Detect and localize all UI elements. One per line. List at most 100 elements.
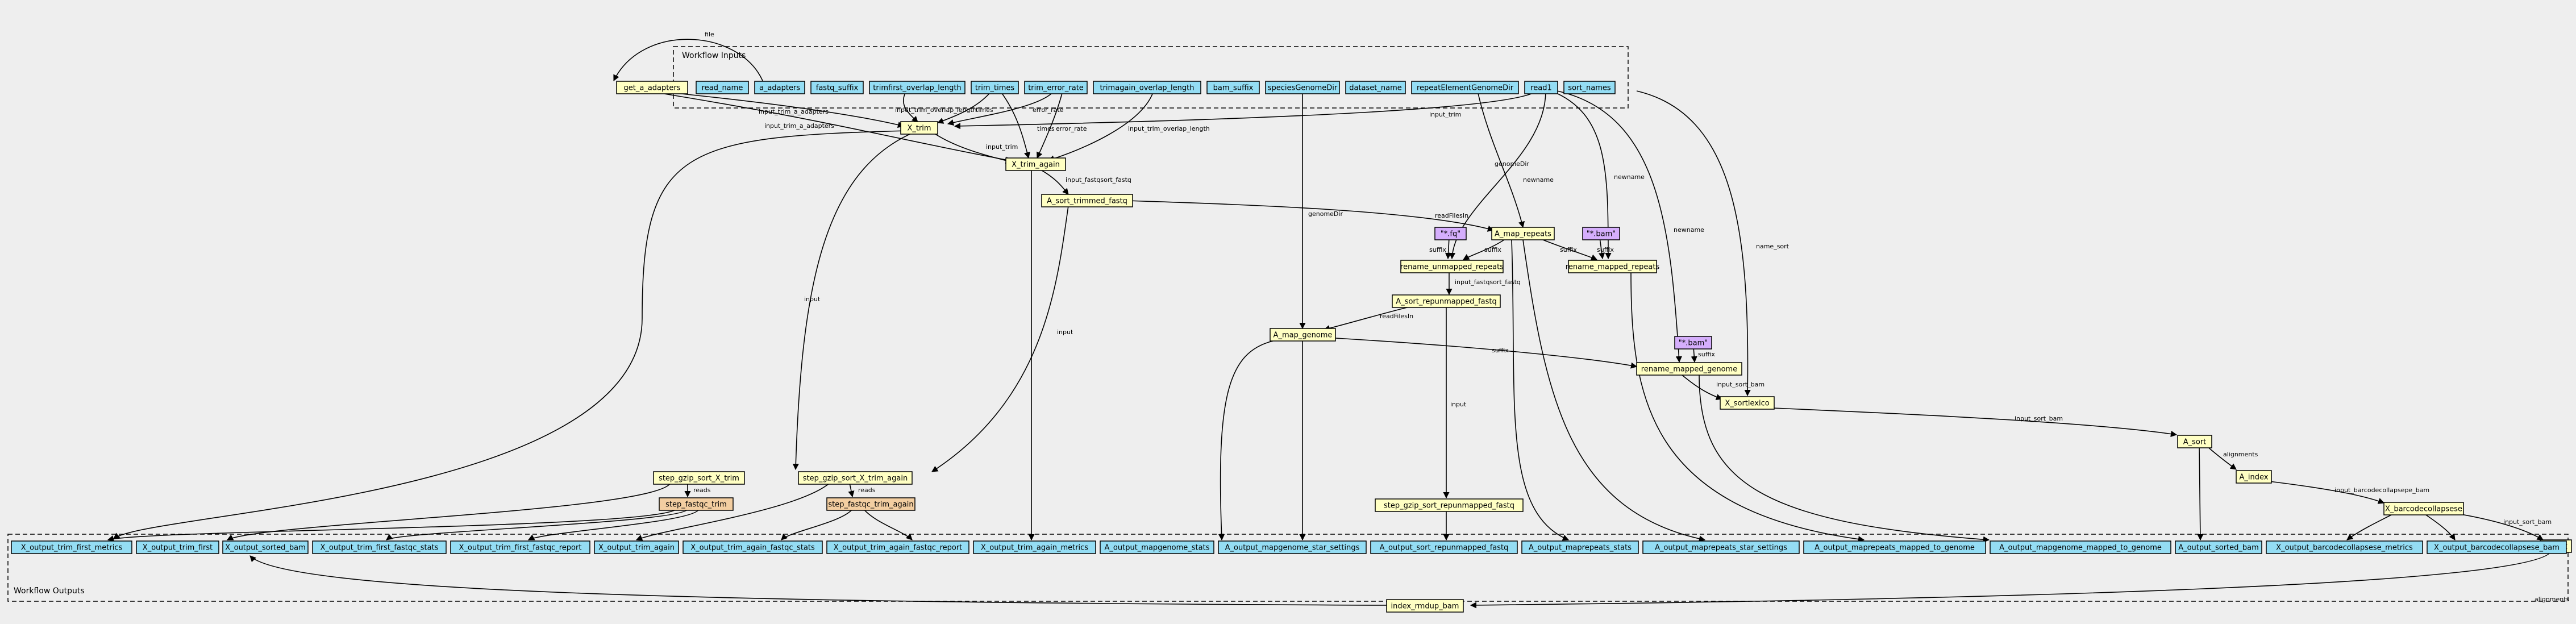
node-o-trim-again-metrics[interactable]: X_output_trim_again_metrics xyxy=(973,540,1096,554)
node-o-trim-first-fastqc-stats[interactable]: X_output_trim_first_fastqc_stats xyxy=(312,540,447,554)
node-o-sorted-bam-x[interactable]: X_output_sorted_bam xyxy=(222,540,309,554)
node-dataset-name[interactable]: dataset_name xyxy=(1345,81,1406,94)
node-o-trim-first-metrics[interactable]: X_output_trim_first_metrics xyxy=(11,540,132,554)
node-label: step_fastqc_trim_again xyxy=(828,501,913,509)
node-a-map-genome[interactable]: A_map_genome xyxy=(1270,328,1336,342)
node-x-barcodecollapsese[interactable]: X_barcodecollapsese xyxy=(2383,502,2464,515)
node-step-gzip-sort-repunmapped-fastq[interactable]: step_gzip_sort_repunmapped_fastq xyxy=(1375,498,1524,512)
node-box xyxy=(900,121,938,135)
node-box xyxy=(1674,336,1712,350)
edge-gzip-out-trimfirst xyxy=(226,482,671,540)
node-x-trim-again[interactable]: X_trim_again xyxy=(1005,157,1066,171)
svg-text:alignments: alignments xyxy=(2223,451,2258,458)
edge-map-genome-rename-genome: suffix xyxy=(1335,338,1638,369)
node-label: step_gzip_sort_X_trim_again xyxy=(803,475,908,483)
node-label: trim_times xyxy=(975,84,1015,93)
node-box xyxy=(11,540,132,554)
node-o-maprepeats-stats[interactable]: A_output_maprepeats_stats xyxy=(1521,540,1639,554)
node-box xyxy=(1636,362,1742,376)
node-box xyxy=(1524,81,1558,94)
node-box xyxy=(2427,540,2567,554)
node-box xyxy=(2383,502,2464,515)
node-x-sortlexico[interactable]: X_sortlexico xyxy=(1720,396,1775,410)
edge-gzip-again-fastqc: reads xyxy=(848,482,876,498)
svg-text:suffix: suffix xyxy=(1429,246,1446,253)
node-lit-bam1[interactable]: "*.bam" xyxy=(1582,227,1620,240)
node-trimfirst-overlap-length[interactable]: trimfirst_overlap_length xyxy=(869,81,966,94)
node-sort-names[interactable]: sort_names xyxy=(1563,81,1616,94)
node-box xyxy=(971,81,1019,94)
node-a-map-repeats[interactable]: A_map_repeats xyxy=(1491,227,1555,240)
node-o-sorted-bam-a[interactable]: A_output_sorted_bam xyxy=(2175,540,2262,554)
node-lit-fq[interactable]: "*.fq" xyxy=(1434,227,1467,240)
node-trim-times[interactable]: trim_times xyxy=(971,81,1019,94)
node-read-name[interactable]: read_name xyxy=(696,81,749,94)
edge-xtrim-gzip: input xyxy=(792,131,915,471)
edge-map-repeats-out-settings xyxy=(1522,239,1706,542)
node-a-adapters[interactable]: a_adapters xyxy=(754,81,805,94)
node-step-gzip-sort-x-trim-again[interactable]: step_gzip_sort_X_trim_again xyxy=(798,471,913,485)
node-label: sort_names xyxy=(1568,84,1611,93)
node-o-trim-again[interactable]: X_output_trim_again xyxy=(594,540,679,554)
node-o-barcodecollapsese-metrics[interactable]: X_output_barcodecollapsese_metrics xyxy=(2266,540,2423,554)
node-box xyxy=(1434,227,1467,240)
node-o-mapgenome-mapped-to-genome[interactable]: A_output_mapgenome_mapped_to_genome xyxy=(1990,540,2171,554)
node-a-index[interactable]: A_index xyxy=(2236,470,2272,484)
svg-text:readFilesIn: readFilesIn xyxy=(1380,313,1413,320)
edge-fastqc-out-stats xyxy=(386,509,688,540)
svg-text:reads: reads xyxy=(858,486,876,494)
node-o-mapgenome-star-settings[interactable]: A_output_mapgenome_star_settings xyxy=(1218,540,1367,554)
edge-fastqc-out-metrics xyxy=(107,509,677,542)
node-speciesgenomedir[interactable]: speciesGenomeDir xyxy=(1265,81,1340,94)
node-label: X_output_trim_again_fastqc_stats xyxy=(690,544,815,552)
node-rename-mapped-repeats[interactable]: rename_mapped_repeats xyxy=(1566,260,1660,273)
node-read1[interactable]: read1 xyxy=(1524,81,1558,94)
node-a-sort-trimmed-fastq[interactable]: A_sort_trimmed_fastq xyxy=(1041,194,1133,207)
node-box xyxy=(1803,540,1986,554)
node-step-gzip-sort-x-trim[interactable]: step_gzip_sort_X_trim xyxy=(653,471,745,485)
node-a-sort-repunmapped-fastq[interactable]: A_sort_repunmapped_fastq xyxy=(1392,294,1501,308)
svg-text:input_barcodecollapsepe_bam: input_barcodecollapsepe_bam xyxy=(2334,486,2429,494)
node-x-trim[interactable]: X_trim xyxy=(900,121,938,135)
svg-text:suffix: suffix xyxy=(1484,246,1501,253)
node-o-trim-again-fastqc-report[interactable]: X_output_trim_again_fastqc_report xyxy=(826,540,969,554)
node-o-maprepeats-star-settings[interactable]: A_output_maprepeats_star_settings xyxy=(1642,540,1800,554)
node-box xyxy=(1024,81,1088,94)
node-label: rename_unmapped_repeats xyxy=(1400,263,1504,272)
node-repeatelementgenomedir[interactable]: repeatElementGenomeDir xyxy=(1411,81,1519,94)
edge-rename-unmapped-sort-rep: input_fastqsort_fastq xyxy=(1446,272,1521,296)
node-o-trim-first-fastqc-report[interactable]: X_output_trim_first_fastqc_report xyxy=(450,540,590,554)
node-label: X_output_sorted_bam xyxy=(225,544,306,552)
edge-xtrim-xtrim-again: input_trim xyxy=(931,131,1018,164)
node-box xyxy=(1563,81,1616,94)
node-rename-mapped-genome[interactable]: rename_mapped_genome xyxy=(1636,362,1742,376)
node-get-a-adapters[interactable]: get_a_adapters xyxy=(616,81,688,94)
node-box xyxy=(222,540,309,554)
node-step-fastqc-trim-again[interactable]: step_fastqc_trim_again xyxy=(826,497,915,511)
node-trim-error-rate[interactable]: trim_error_rate xyxy=(1024,81,1088,94)
node-o-maprepeats-mapped-to-genome[interactable]: A_output_maprepeats_mapped_to_genome xyxy=(1803,540,1986,554)
node-bam-suffix[interactable]: bam_suffix xyxy=(1206,81,1260,94)
node-o-sort-repunmapped-fastq[interactable]: A_output_sort_repunmapped_fastq xyxy=(1370,540,1518,554)
node-fastq-suffix[interactable]: fastq_suffix xyxy=(810,81,864,94)
node-a-sort[interactable]: A_sort xyxy=(2177,435,2212,448)
node-step-fastqc-trim[interactable]: step_fastqc_trim xyxy=(659,497,734,511)
node-o-mapgenome-stats[interactable]: A_output_mapgenome_stats xyxy=(1100,540,1214,554)
node-lit-bam2[interactable]: "*.bam" xyxy=(1674,336,1712,350)
node-o-barcodecollapsese-bam[interactable]: X_output_barcodecollapsese_bam xyxy=(2427,540,2567,554)
node-trimagain-overlap-length[interactable]: trimagain_overlap_length xyxy=(1093,81,1201,94)
node-index-rmdup-bam[interactable]: index_rmdup_bam xyxy=(1386,599,1464,613)
node-label: trim_error_rate xyxy=(1028,84,1084,93)
edge-error-xtrim-again: error_rate xyxy=(1037,90,1087,159)
node-label: dataset_name xyxy=(1349,84,1402,93)
node-label: index_rmdup_bam xyxy=(1391,602,1459,611)
node-o-trim-again-fastqc-stats[interactable]: X_output_trim_again_fastqc_stats xyxy=(683,540,823,554)
edge-gzip-again-out-trim-again xyxy=(635,482,830,541)
node-o-trim-first[interactable]: X_output_trim_first xyxy=(136,540,219,554)
node-label: trimfirst_overlap_length xyxy=(873,84,961,93)
node-label: "*.bam" xyxy=(1679,339,1708,348)
svg-text:suffix: suffix xyxy=(1698,351,1715,358)
edge-fastqc-again-out-report xyxy=(863,509,913,540)
svg-text:input_trim_overlap_length: input_trim_overlap_length xyxy=(1128,125,1210,132)
node-rename-unmapped-repeats[interactable]: rename_unmapped_repeats xyxy=(1400,260,1504,273)
